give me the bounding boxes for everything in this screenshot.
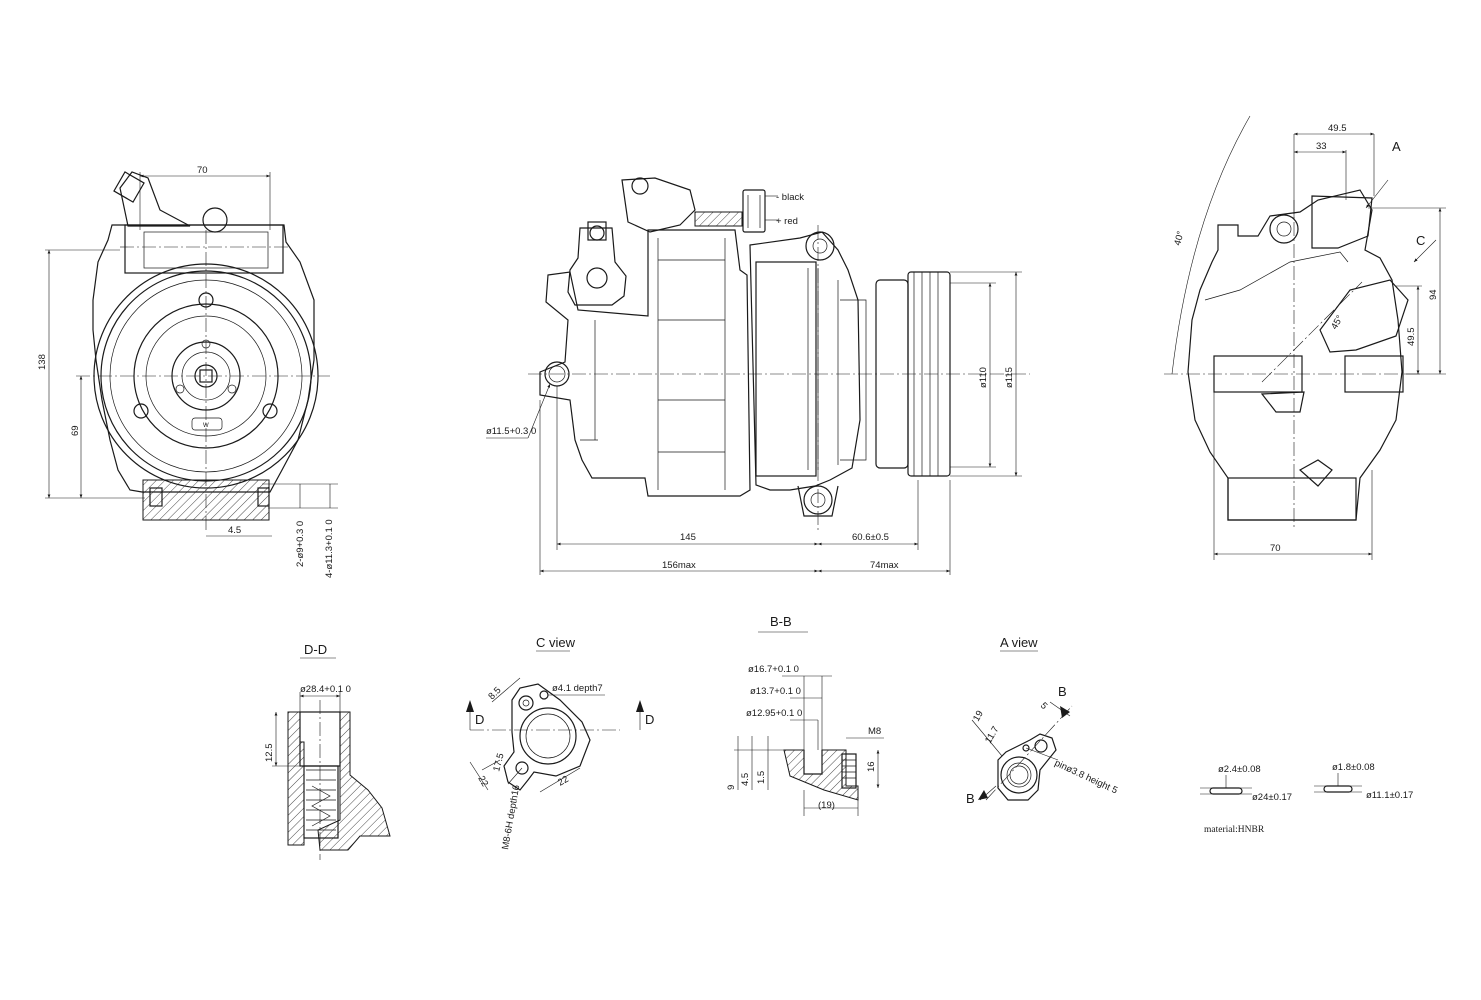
cview-dim-22a: 22 bbox=[475, 774, 490, 789]
orings: ø2.4±0.08 ø24±0.17 ø1.8±0.08 ø11.1±0.17 … bbox=[1200, 762, 1413, 835]
wire-red-label: + red bbox=[776, 216, 798, 227]
cview-dim-85: 8.5 bbox=[486, 685, 503, 702]
right-dim-94: 94 bbox=[1428, 289, 1439, 300]
aview-title: A view bbox=[1000, 635, 1038, 650]
left-hole4-label: 4-ø11.3+0.1 0 bbox=[324, 519, 335, 578]
cview-dim-175: 17.5 bbox=[491, 752, 506, 773]
bb-d1-label: ø16.7+0.1 0 bbox=[748, 664, 799, 675]
angle-45-label: 45° bbox=[1329, 313, 1346, 331]
front-view: - black + red ø110 ø115 bbox=[486, 177, 1030, 575]
left-hole-offset-label: 4.5 bbox=[228, 525, 241, 536]
bb-h15-label: 1.5 bbox=[756, 771, 767, 784]
cview-title: C view bbox=[536, 635, 576, 650]
cview-d-left: D bbox=[475, 712, 484, 727]
right-width-label: 70 bbox=[1270, 543, 1281, 554]
ring2-id-label: ø11.1±0.17 bbox=[1366, 790, 1413, 801]
ring1-id-label: ø24±0.17 bbox=[1252, 792, 1292, 803]
bb-h45-label: 4.5 bbox=[740, 773, 751, 786]
c-view: C view D D ø4.1 depth7 8.5 17.5 22 22 M8… bbox=[466, 635, 654, 851]
pulley-length-label: 60.6±0.5 bbox=[852, 532, 889, 543]
left-view: W 70 138 69 4.5 2-ø9+0.3 0 4-ø11.3+0.1 0 bbox=[37, 165, 338, 578]
pulley-max-label: 74max bbox=[870, 560, 899, 571]
dd-depth-label: 12.5 bbox=[264, 744, 275, 763]
bb-thread-label: M8 bbox=[868, 726, 881, 737]
left-height-label: 138 bbox=[37, 354, 48, 370]
clutch-mark: W bbox=[203, 423, 209, 429]
dd-title: D-D bbox=[304, 642, 327, 657]
bb-d3-label: ø12.95+0.1 0 bbox=[746, 708, 802, 719]
aview-dim-117: 11.7 bbox=[983, 725, 1001, 746]
left-width-label: 70 bbox=[197, 165, 208, 176]
section-bb: B-B ø16.7+0.1 0 ø13.7+0.1 0 ø12.95+0.1 0… bbox=[726, 614, 884, 816]
angle-40-label: 40° bbox=[1172, 230, 1186, 247]
a-view: A view 19 11.7 5 B B pinø3.8 height 5 bbox=[966, 635, 1119, 806]
wire-black-label: - black bbox=[776, 192, 804, 203]
aview-dim-19: 19 bbox=[971, 709, 986, 724]
left-hole2-label: 2-ø9+0.3 0 bbox=[295, 521, 306, 567]
pulley-d2-label: ø115 bbox=[1004, 367, 1015, 388]
right-dim-495-side: 49.5 bbox=[1406, 328, 1417, 347]
aview-pin-label: pinø3.8 height 5 bbox=[1053, 758, 1119, 797]
cview-d-right: D bbox=[645, 712, 654, 727]
bb-h9-label: 9 bbox=[726, 785, 737, 790]
left-center-label: 69 bbox=[70, 425, 81, 436]
bb-ref19-label: (19) bbox=[818, 800, 835, 811]
bb-title: B-B bbox=[770, 614, 792, 629]
dd-bore-label: ø28.4+0.1 0 bbox=[300, 684, 351, 695]
cview-hole-label: ø4.1 depth7 bbox=[552, 683, 603, 694]
section-dd: D-D ø28.4+0.1 0 12.5 bbox=[264, 642, 391, 860]
ring1-cs-label: ø2.4±0.08 bbox=[1218, 764, 1261, 775]
bb-d2-label: ø13.7+0.1 0 bbox=[750, 686, 801, 697]
body-length-label: 145 bbox=[680, 532, 696, 543]
right-dim-33: 33 bbox=[1316, 141, 1327, 152]
aview-b-bottom: B bbox=[966, 791, 975, 806]
aview-dim-5: 5 bbox=[1038, 700, 1050, 712]
right-view: 49.5 33 A C 40° 45° 94 49.5 70 bbox=[1164, 115, 1446, 560]
cview-thread-label: M8-6H depth16 bbox=[500, 784, 522, 850]
cview-dim-22b: 22 bbox=[556, 774, 571, 789]
arrow-a-label: A bbox=[1392, 139, 1401, 154]
ring2-cs-label: ø1.8±0.08 bbox=[1332, 762, 1375, 773]
bb-h16-label: 16 bbox=[866, 761, 877, 772]
right-dim-495-top: 49.5 bbox=[1328, 123, 1347, 134]
aview-b-top: B bbox=[1058, 684, 1067, 699]
body-max-label: 156max bbox=[662, 560, 696, 571]
pulley-d1-label: ø110 bbox=[978, 367, 989, 388]
arrow-c-label: C bbox=[1416, 233, 1425, 248]
mount-hole-label: ø11.5+0.3 0 bbox=[486, 426, 536, 437]
material-label: material:HNBR bbox=[1204, 825, 1265, 835]
